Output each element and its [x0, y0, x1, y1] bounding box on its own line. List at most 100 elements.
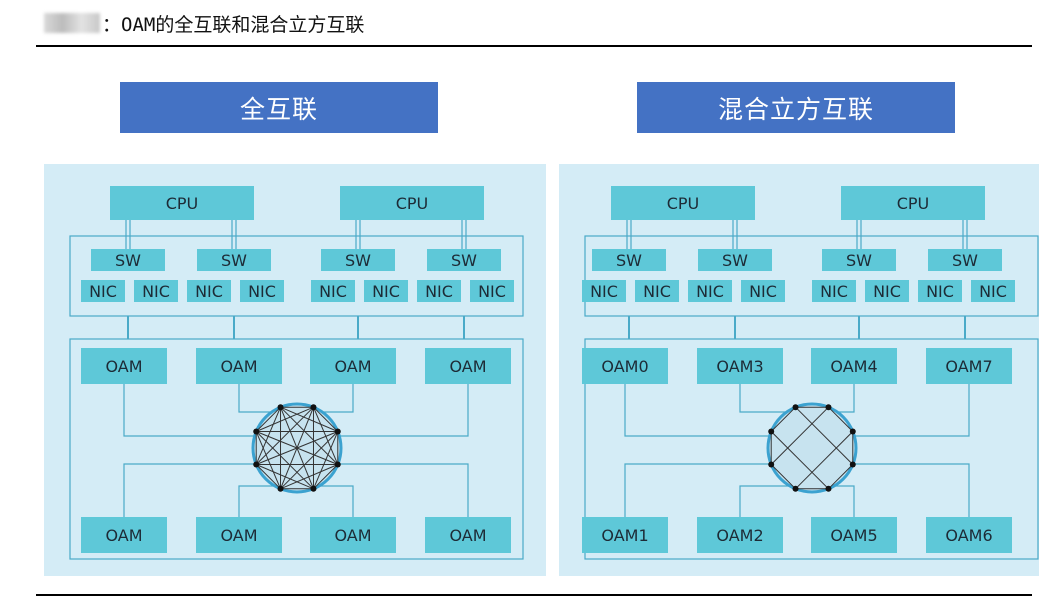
nic-box: NIC [364, 280, 408, 302]
mesh-link [795, 431, 854, 490]
mesh-link [255, 431, 314, 490]
ring-node [277, 485, 284, 492]
mesh-link [313, 407, 339, 465]
cpu-box: CPU [340, 186, 484, 220]
interconnect-ring [766, 402, 858, 494]
switch-box: SW [822, 249, 896, 271]
switch-box: SW [592, 249, 666, 271]
oam-box: OAM0 [582, 348, 668, 384]
oam-group-frame [584, 338, 1039, 560]
mesh-link [770, 431, 829, 490]
oam-group-frame [69, 338, 524, 560]
oam-ring-link [739, 485, 789, 517]
oam-box: OAM5 [811, 517, 897, 553]
oam-ring-link [238, 485, 274, 517]
switch-box: SW [698, 249, 772, 271]
oam-ring-link [739, 384, 789, 413]
oam-box: OAM [196, 517, 282, 553]
cpu-switch-links [125, 220, 467, 339]
oam-ring-link [338, 463, 469, 517]
mesh-link [256, 464, 314, 490]
oam-box: OAM [81, 348, 167, 384]
ring-node [825, 404, 832, 411]
ring-node [310, 404, 317, 411]
nic-box: NIC [311, 280, 355, 302]
mesh-links [255, 406, 339, 490]
ring-node [334, 461, 341, 468]
switch-box: SW [427, 249, 501, 271]
nic-box: NIC [688, 280, 732, 302]
mesh-link [795, 406, 854, 465]
nic-box: NIC [470, 280, 514, 302]
mesh-link [256, 431, 338, 465]
mesh-link [770, 406, 829, 465]
mesh-link [255, 406, 281, 432]
mesh-link [770, 406, 796, 432]
oam-ring-link [835, 485, 855, 517]
oam-box: OAM [310, 348, 396, 384]
ring-node [849, 428, 856, 435]
title-hybrid-cube-mesh: 混合立方互联 [637, 82, 955, 133]
ring-node [825, 485, 832, 492]
mesh-link [255, 464, 281, 490]
oam-box: OAM4 [811, 348, 897, 384]
ring-node [253, 428, 260, 435]
nic-box: NIC [918, 280, 962, 302]
oam-ring-links [123, 384, 469, 517]
nic-box: NIC [582, 280, 626, 302]
nic-box: NIC [81, 280, 125, 302]
oam-ring-link [624, 463, 771, 517]
ring-node [792, 404, 799, 411]
ring-nodes [768, 404, 856, 492]
ring-node [310, 485, 317, 492]
oam-box: OAM [425, 517, 511, 553]
mesh-link [255, 431, 281, 489]
switch-box: SW [197, 249, 271, 271]
oam-box: OAM1 [582, 517, 668, 553]
switch-group-frame [69, 235, 524, 317]
oam-ring-link [338, 384, 469, 437]
hybrid-cube-mesh-panel: CPU CPU SW SW SW SW NIC NIC NIC NIC NIC … [559, 164, 1039, 576]
ring-nodes [253, 404, 341, 492]
mesh-link [770, 464, 796, 490]
nic-box: NIC [741, 280, 785, 302]
mesh-link [828, 406, 854, 432]
nic-box: NIC [417, 280, 461, 302]
nic-box: NIC [187, 280, 231, 302]
oam-box: OAM2 [697, 517, 783, 553]
cpu-box: CPU [611, 186, 755, 220]
oam-box: OAM [81, 517, 167, 553]
connections-svg [584, 220, 1039, 560]
bottom-rule [36, 594, 1032, 596]
mesh-link [256, 406, 314, 432]
oam-box: OAM3 [697, 348, 783, 384]
oam-ring-link [123, 463, 256, 517]
mesh-link [828, 464, 854, 490]
ring-node [768, 428, 775, 435]
title-full-mesh: 全互联 [120, 82, 438, 133]
switch-group-frame [584, 235, 1039, 317]
ring-node [334, 428, 341, 435]
mesh-link [280, 406, 338, 432]
nic-box: NIC [240, 280, 284, 302]
nic-box: NIC [812, 280, 856, 302]
mesh-link [280, 464, 338, 490]
oam-box: OAM [196, 348, 282, 384]
oam-ring-link [853, 384, 970, 437]
nic-box: NIC [971, 280, 1015, 302]
mesh-link [313, 406, 339, 432]
cpu-box: CPU [841, 186, 985, 220]
switch-box: SW [928, 249, 1002, 271]
mesh-links [770, 406, 854, 490]
oam-ring-link [238, 384, 274, 413]
nic-box: NIC [134, 280, 178, 302]
ring-node [768, 461, 775, 468]
oam-ring-link [853, 463, 970, 517]
cpu-box: CPU [110, 186, 254, 220]
oam-ring-link [123, 384, 256, 437]
header-title: ：OAM的全互联和混合立方互联 [102, 13, 365, 36]
oam-ring-link [835, 384, 855, 413]
top-rule [36, 45, 1032, 47]
oam-box: OAM6 [926, 517, 1012, 553]
oam-ring-link [320, 384, 354, 413]
